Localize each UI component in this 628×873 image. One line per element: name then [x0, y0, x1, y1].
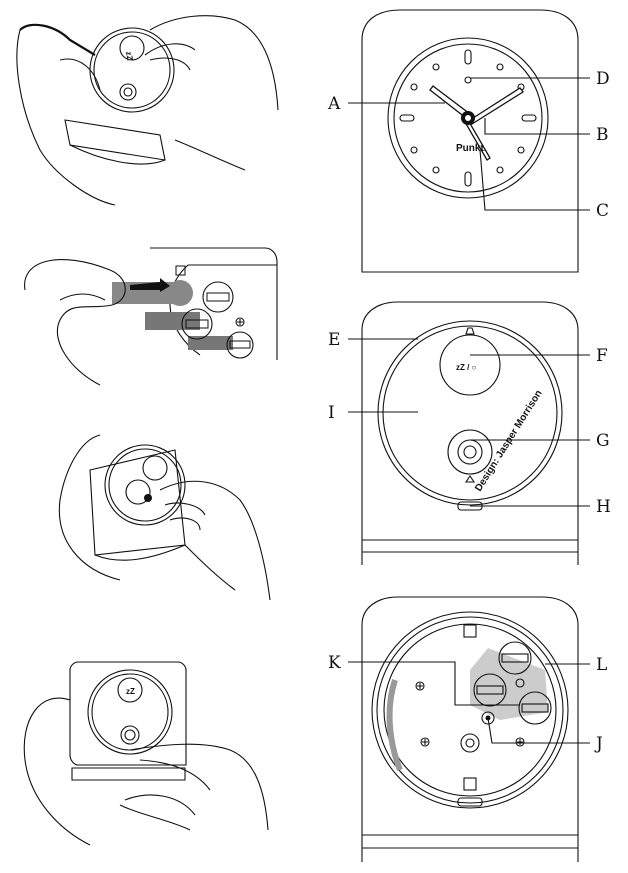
callout-leaders [348, 77, 590, 744]
callout-g: G [596, 431, 610, 451]
callout-labels: A D B C E F I G H K L J [327, 69, 611, 754]
clock-open-back-view [361, 596, 579, 862]
callout-k: K [328, 653, 341, 673]
callout-f: F [596, 346, 608, 366]
callout-j: J [594, 734, 603, 754]
step-1-illustration: zZ [16, 15, 279, 206]
snooze-symbol: zZ / ○ [456, 363, 477, 372]
clock-back-view: zZ / ○ Design: Jasper Morrison [361, 301, 579, 565]
callout-a: A [327, 94, 341, 114]
callout-d: D [596, 69, 610, 89]
callout-l: L [596, 655, 607, 675]
step-2-illustration [24, 247, 278, 386]
callout-h: H [596, 497, 611, 517]
callout-c: C [596, 201, 609, 221]
callout-i: I [328, 403, 335, 423]
clock-brand-text: Punkt. [456, 143, 487, 154]
svg-text:zZ: zZ [126, 687, 135, 696]
step-3-illustration [58, 434, 271, 601]
design-credit-text: Design: Jasper Morrison [473, 388, 544, 493]
svg-text:zZ: zZ [124, 51, 134, 61]
callout-e: E [328, 330, 340, 350]
callout-b: B [596, 125, 609, 145]
step-4-illustration: zZ [23, 661, 269, 846]
clock-front-view: Punkt. [361, 9, 579, 273]
